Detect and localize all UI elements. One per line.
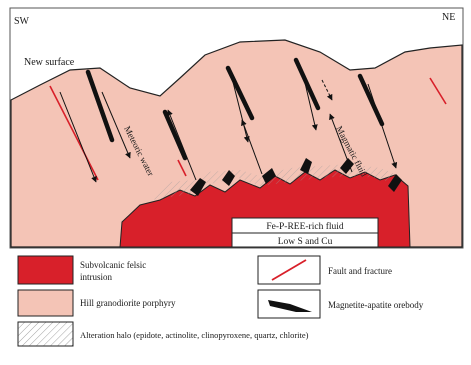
legend: Subvolcanic felsic intrusion Fault and f… [18, 256, 424, 346]
legend-swatch-alteration [18, 322, 73, 346]
direction-sw-label: SW [14, 16, 30, 27]
fluid-label-box: Fe-P-REE-rich fluid Low S and Cu [232, 218, 378, 247]
fluid-box-label-1: Fe-P-REE-rich fluid [266, 221, 344, 232]
direction-ne-label: NE [442, 12, 455, 23]
legend-label-fault: Fault and fracture [328, 266, 392, 276]
new-surface-label: New surface [24, 57, 75, 68]
legend-swatch-subvolcanic [18, 256, 73, 284]
legend-swatch-granodiorite [18, 290, 73, 316]
fluid-box-label-2: Low S and Cu [278, 237, 333, 247]
legend-label-granodiorite: Hill granodiorite porphyry [80, 298, 176, 308]
legend-label-subvolcanic-1: Subvolcanic felsic [80, 260, 146, 270]
legend-label-alteration: Alteration halo (epidote, actinolite, cl… [80, 330, 309, 340]
legend-label-subvolcanic-2: intrusion [80, 272, 113, 282]
legend-label-orebody: Magnetite-apatite orebody [328, 300, 424, 310]
